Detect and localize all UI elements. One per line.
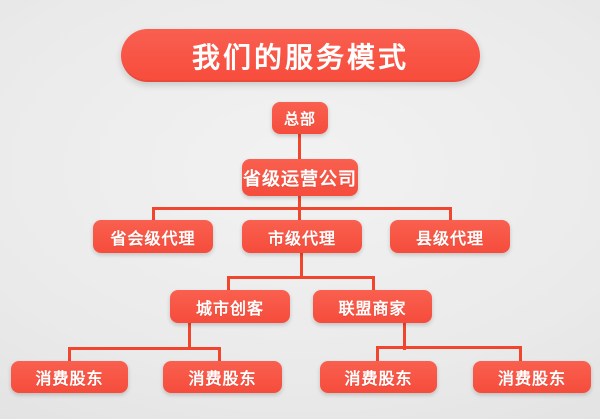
connector-drop-provincial-capital-agent (152, 207, 155, 221)
org-node-label: 市级代理 (267, 228, 336, 248)
connector-hq-to-provincial (298, 133, 301, 160)
org-node-city-agent: 市级代理 (242, 220, 362, 253)
org-node-label: 消费股东 (344, 369, 413, 388)
org-node-provincial-operating-company: 省级运营公司 (242, 159, 358, 196)
connector-drop-consumer-1 (68, 347, 71, 362)
page-title: 我们的服务模式 (191, 40, 409, 74)
org-node-label: 县级代理 (415, 228, 484, 248)
connector-drop-alliance-merchant (372, 276, 375, 291)
connector-drop-consumer-3 (376, 346, 379, 362)
connector-city-maker-down (188, 322, 191, 350)
connector-drop-city-maker (227, 276, 230, 291)
connector-drop-consumer-2 (218, 347, 221, 362)
org-node-label: 消费股东 (188, 369, 257, 388)
connector-drop-county-agent (449, 207, 452, 221)
org-node-label: 省级运营公司 (243, 168, 357, 190)
org-node-label: 省会级代理 (110, 228, 196, 248)
connector-row3-horizontal (152, 207, 452, 210)
connector-city-agent-down (300, 252, 303, 278)
org-node-consumer-shareholder-4: 消费股东 (473, 361, 591, 393)
connector-alliance-merchant-down (403, 322, 406, 350)
org-node-city-maker: 城市创客 (170, 290, 290, 323)
org-node-headquarters: 总部 (272, 102, 328, 134)
connector-right-bottom-horizontal (376, 346, 522, 349)
org-node-consumer-shareholder-2: 消费股东 (163, 361, 282, 393)
org-node-consumer-shareholder-1: 消费股东 (11, 361, 128, 393)
title-banner: 我们的服务模式 (121, 29, 480, 82)
org-node-label: 总部 (283, 109, 316, 128)
org-node-label: 联盟商家 (338, 298, 407, 318)
org-node-label: 城市创客 (195, 298, 264, 318)
org-node-label: 消费股东 (497, 369, 566, 388)
connector-drop-consumer-4 (519, 346, 522, 362)
org-node-provincial-capital-agent: 省会级代理 (93, 220, 213, 253)
connector-row4-horizontal (227, 276, 375, 279)
connector-left-bottom-horizontal (68, 347, 221, 350)
org-node-consumer-shareholder-3: 消费股东 (320, 361, 437, 393)
org-node-alliance-merchant: 联盟商家 (313, 290, 432, 323)
org-node-county-agent: 县级代理 (390, 220, 510, 253)
org-node-label: 消费股东 (35, 369, 104, 388)
